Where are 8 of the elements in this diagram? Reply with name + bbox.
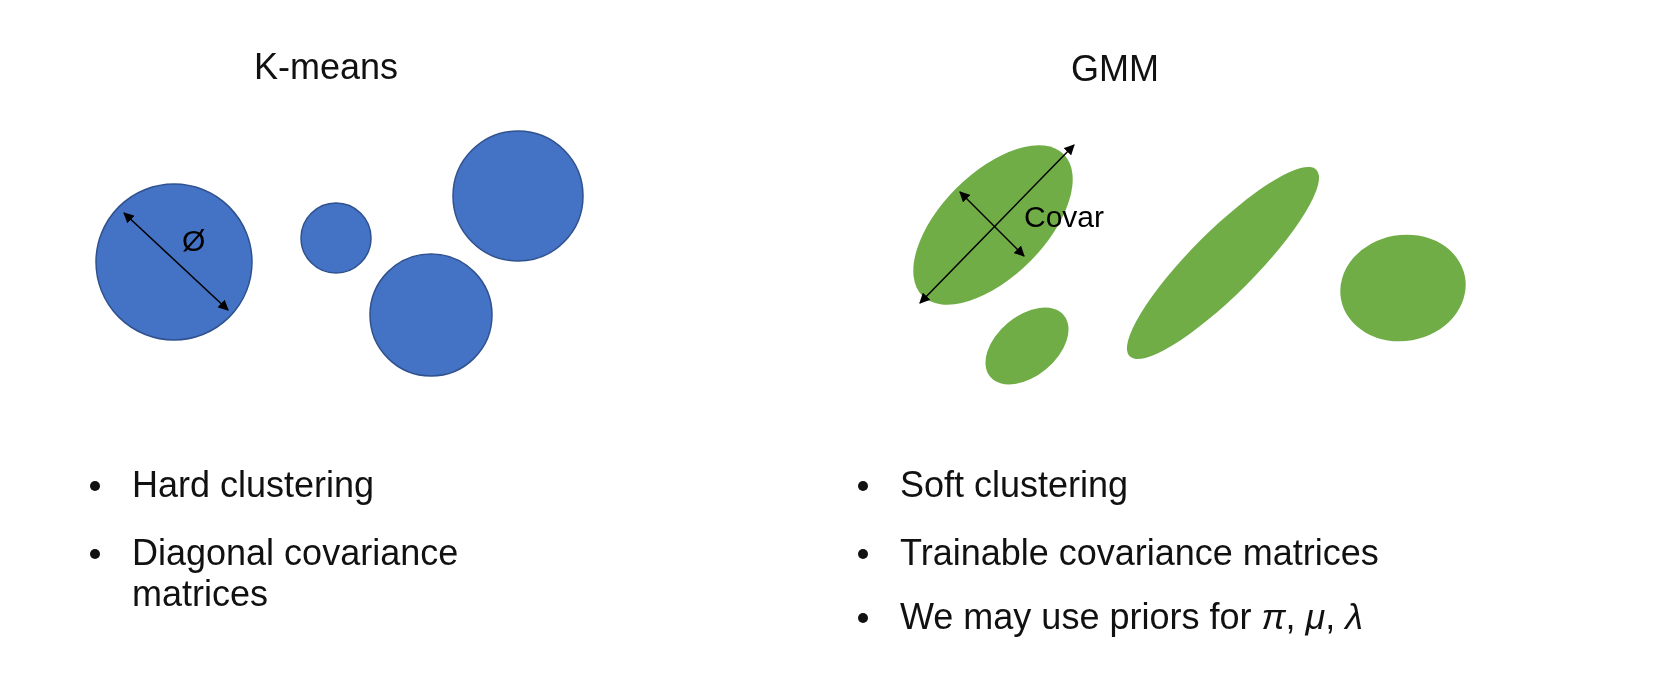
shape-label: Ø [182,226,206,256]
title: GMM [1070,48,1160,90]
bullet-text: We may use priors for π, μ, λ [900,596,1364,638]
title: K-means [252,46,400,88]
bullet-text: Diagonal covariance matrices [132,532,460,615]
bullet-text: Trainable covariance matrices [900,532,1379,574]
bullet-text: Soft clustering [900,464,1129,506]
bullet-text: Hard clustering [132,464,375,506]
